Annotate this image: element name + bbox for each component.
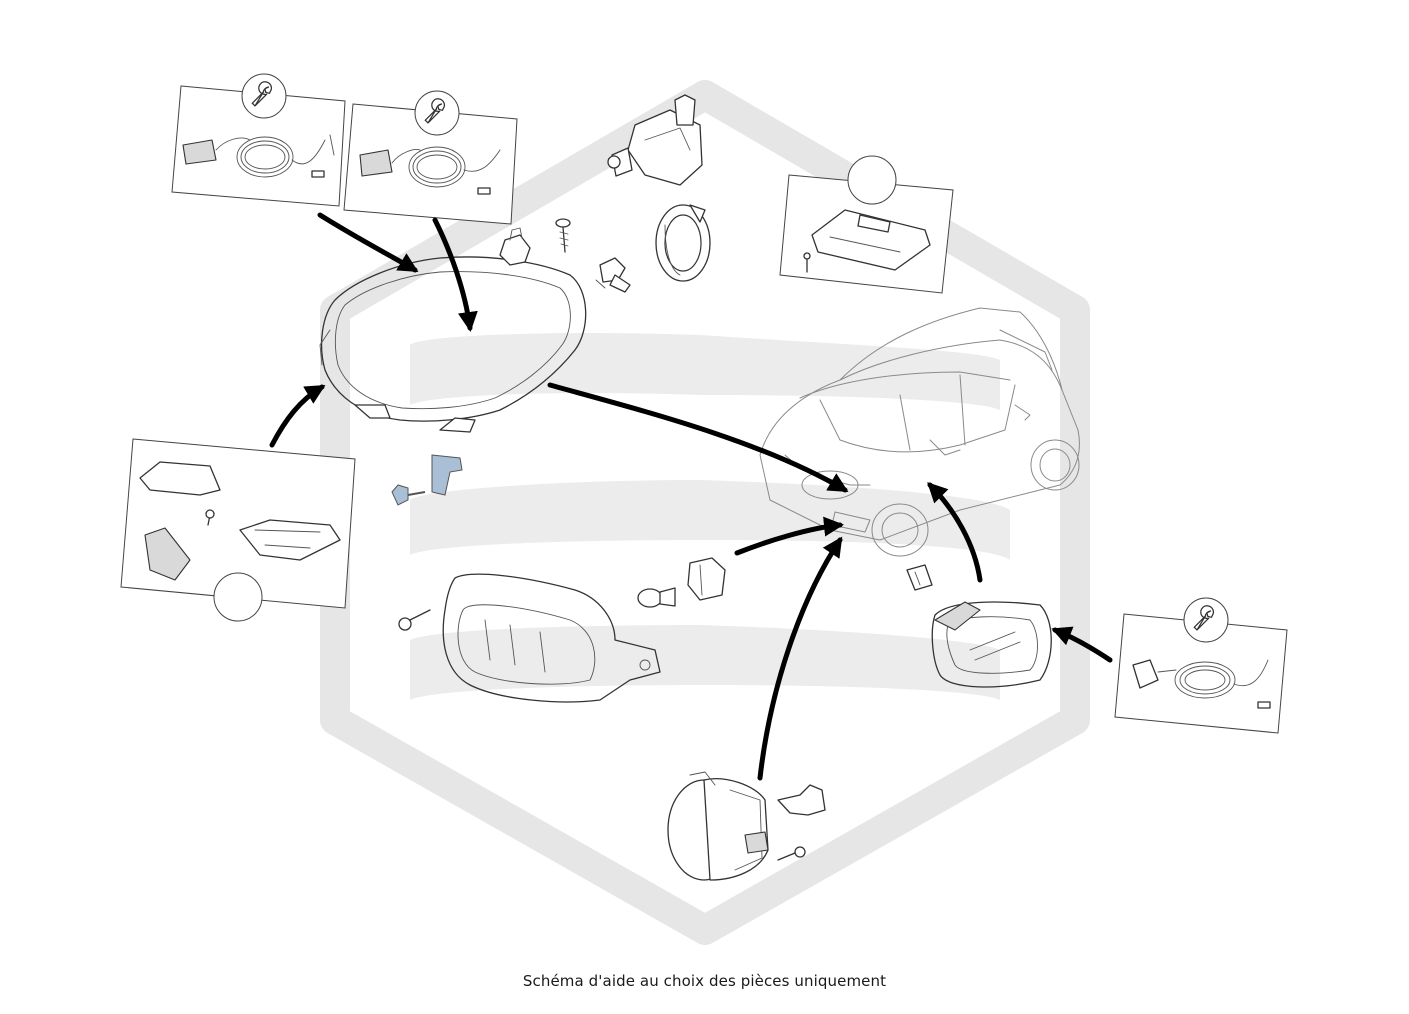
screw-top[interactable] <box>555 218 571 253</box>
xenon-ballast-kit[interactable] <box>779 155 954 294</box>
diagram-caption: Schéma d'aide au choix des pièces unique… <box>522 972 887 990</box>
levelling-motor[interactable] <box>607 94 703 186</box>
wiring-harness-kit-3[interactable] <box>1114 597 1288 734</box>
main-headlamp[interactable] <box>319 227 587 433</box>
side-marker-lamp[interactable] <box>931 601 1052 688</box>
arrows <box>269 212 1113 781</box>
watermark-logo <box>320 80 1090 945</box>
headlamp-mounting-kit[interactable] <box>120 438 356 622</box>
h7-bulb[interactable] <box>595 257 631 293</box>
indicator-bulb[interactable] <box>637 587 676 608</box>
fog-lamp-screw[interactable] <box>777 846 806 861</box>
wiring-harness-kit-2[interactable] <box>343 90 518 225</box>
headlamp-bracket[interactable] <box>391 454 463 506</box>
fog-lamp[interactable] <box>667 771 769 881</box>
wiring-harness-kit-1[interactable] <box>171 73 346 207</box>
drl-indicator-lamp[interactable] <box>398 573 661 703</box>
side-marker-bulb[interactable] <box>906 564 933 591</box>
bulb-cover-ring[interactable] <box>655 204 711 282</box>
bulb-socket[interactable] <box>687 557 726 601</box>
fog-lamp-bulb[interactable] <box>777 784 826 816</box>
